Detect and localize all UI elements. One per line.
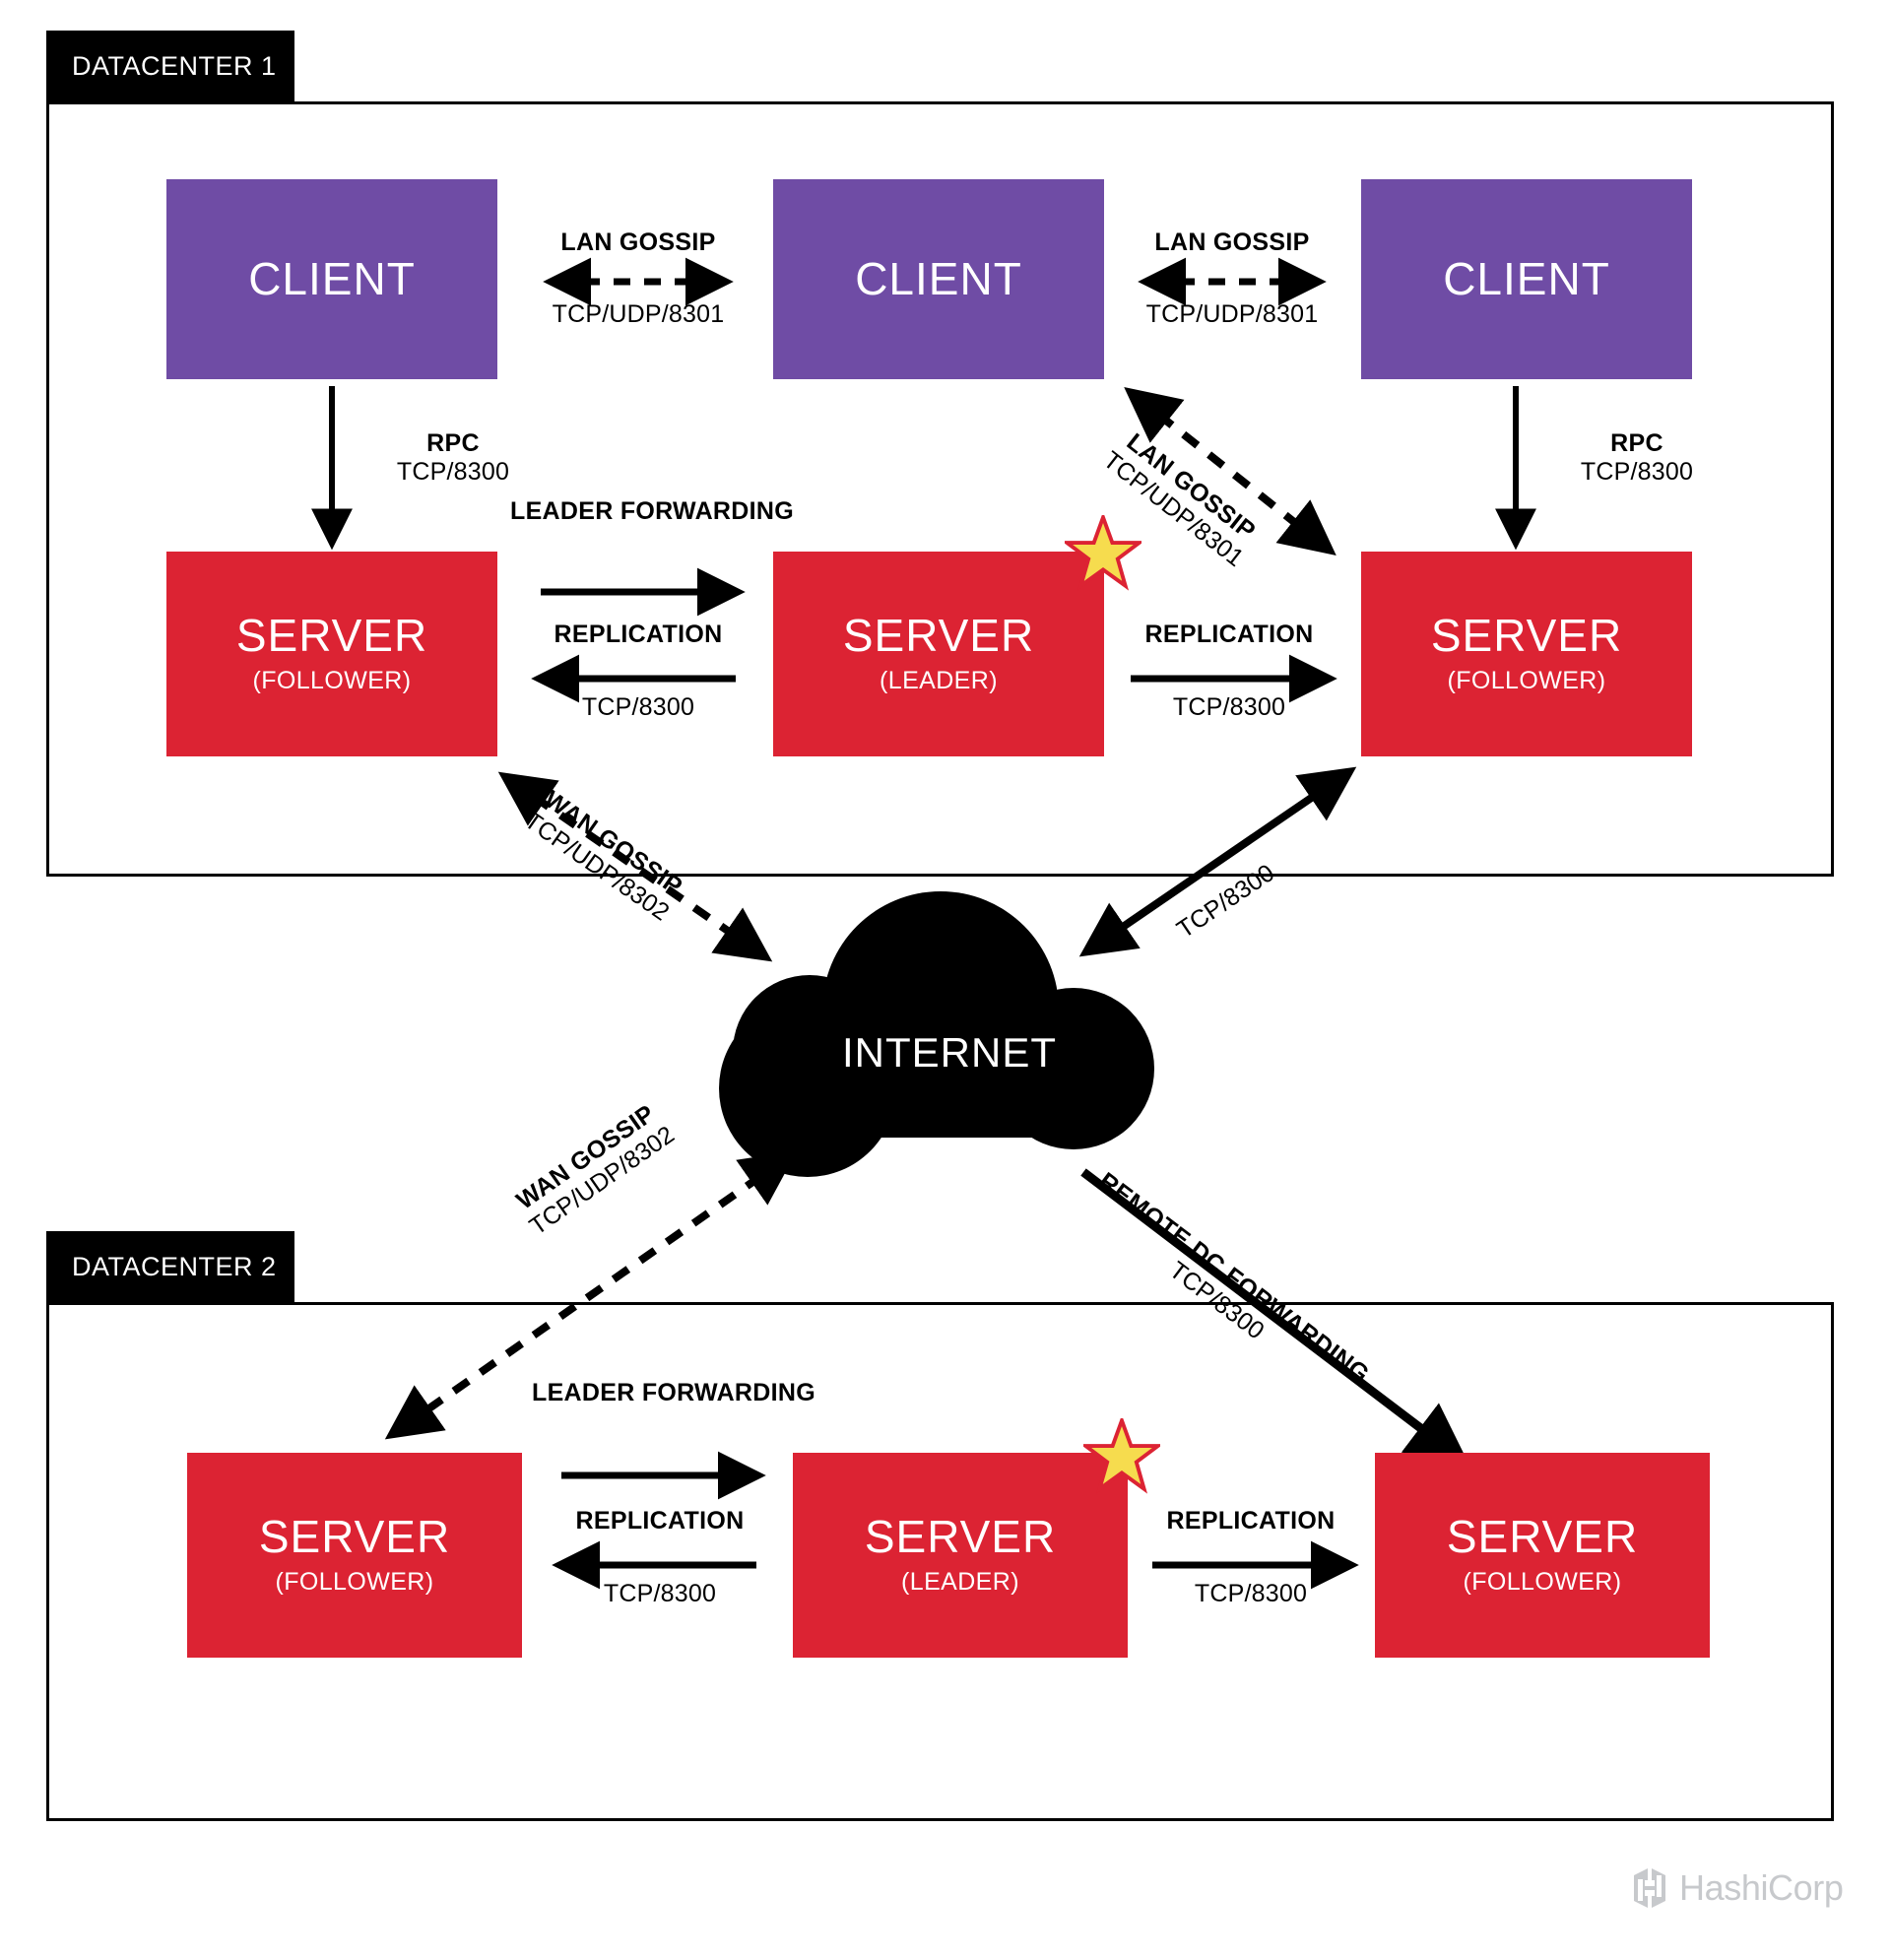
dc2-server-3-label: SERVER	[1446, 1511, 1639, 1563]
datacenter-1-frame	[46, 101, 1834, 877]
dc2-server-leader[interactable]: SERVER (LEADER)	[793, 1453, 1128, 1658]
hashicorp-wordmark: HashiCorp	[1679, 1867, 1844, 1908]
edge-replication-right-dc1-port: TCP/8300	[1172, 692, 1286, 721]
hashicorp-logo: HashiCorp	[1630, 1866, 1844, 1910]
edge-leader-forwarding-dc2-label: LEADER FORWARDING	[532, 1379, 815, 1407]
edge-replication-left-dc2-port: TCP/8300	[603, 1579, 717, 1607]
edge-replication-left-dc1-title: REPLICATION	[554, 621, 723, 648]
dc1-server-2-role: (LEADER)	[880, 666, 998, 694]
edge-rpc-right-port: TCP/8300	[1580, 457, 1694, 486]
datacenter-2-tab-label: DATACENTER 2	[72, 1251, 277, 1281]
datacenter-2-frame	[46, 1302, 1834, 1821]
edge-lan-gossip-right-port: TCP/UDP/8301	[1145, 299, 1319, 328]
edge-leader-forwarding-dc1-label: LEADER FORWARDING	[510, 497, 794, 526]
edge-replication-left-dc2-title: REPLICATION	[575, 1507, 745, 1535]
edge-replication-left-dc1-port: TCP/8300	[581, 692, 695, 721]
edge-leader-forwarding-dc2-title: LEADER FORWARDING	[532, 1379, 815, 1406]
dc2-server-1-label: SERVER	[258, 1511, 451, 1563]
edge-rpc-right-title: RPC	[1610, 429, 1663, 457]
dc1-server-leader[interactable]: SERVER (LEADER)	[773, 552, 1104, 756]
dc1-server-3-label: SERVER	[1430, 610, 1623, 662]
dc2-server-1-role: (FOLLOWER)	[275, 1567, 434, 1596]
edge-wan-gossip-dc2-label: WAN GOSSIP TCP/UDP/8302	[508, 1097, 680, 1241]
datacenter-2-tab: DATACENTER 2	[46, 1231, 294, 1302]
edge-replication-left-dc2-label: REPLICATION TCP/8300	[532, 1507, 788, 1608]
dc1-client-1-label: CLIENT	[248, 253, 416, 305]
dc1-server-follower-left[interactable]: SERVER (FOLLOWER)	[166, 552, 497, 756]
dc2-server-3-role: (FOLLOWER)	[1463, 1567, 1622, 1596]
dc1-server-follower-right[interactable]: SERVER (FOLLOWER)	[1361, 552, 1692, 756]
dc2-server-2-role: (LEADER)	[901, 1567, 1019, 1596]
dc1-server-1-label: SERVER	[235, 610, 428, 662]
dc1-client-2[interactable]: CLIENT	[773, 179, 1104, 379]
edge-replication-right-dc2-label: REPLICATION TCP/8300	[1123, 1507, 1379, 1608]
edge-lan-gossip-left-label: LAN GOSSIP TCP/UDP/8301	[510, 229, 766, 329]
internet-label: INTERNET	[842, 1029, 1057, 1076]
dc1-server-3-role: (FOLLOWER)	[1447, 666, 1606, 694]
edge-lan-gossip-left-port: TCP/UDP/8301	[552, 299, 725, 328]
dc1-server-1-role: (FOLLOWER)	[252, 666, 412, 694]
edge-replication-right-dc2-port: TCP/8300	[1194, 1579, 1308, 1607]
dc2-server-2-label: SERVER	[864, 1511, 1057, 1563]
datacenter-1-tab: DATACENTER 1	[46, 31, 294, 101]
edge-leader-forwarding-dc1-title: LEADER FORWARDING	[510, 497, 794, 525]
edge-rpc-right-label: RPC TCP/8300	[1538, 429, 1735, 487]
edge-rpc-left-title: RPC	[426, 429, 480, 457]
dc1-client-2-label: CLIENT	[855, 253, 1022, 305]
hashicorp-mark-icon	[1634, 1868, 1665, 1908]
edge-rpc-left-port: TCP/8300	[396, 457, 510, 486]
edge-lan-gossip-right-label: LAN GOSSIP TCP/UDP/8301	[1104, 229, 1360, 329]
edge-replication-right-dc1-title: REPLICATION	[1144, 621, 1314, 648]
edge-replication-right-dc1-label: REPLICATION TCP/8300	[1101, 621, 1357, 722]
edge-lan-gossip-right-title: LAN GOSSIP	[1154, 229, 1310, 256]
dc2-server-follower-right[interactable]: SERVER (FOLLOWER)	[1375, 1453, 1710, 1658]
dc1-server-2-label: SERVER	[842, 610, 1035, 662]
datacenter-1-tab-label: DATACENTER 1	[72, 50, 277, 81]
edge-replication-right-dc2-title: REPLICATION	[1166, 1507, 1336, 1535]
edge-rpc-left-label: RPC TCP/8300	[355, 429, 552, 487]
dc1-client-3-label: CLIENT	[1443, 253, 1610, 305]
edge-lan-gossip-left-title: LAN GOSSIP	[560, 229, 716, 256]
dc1-client-3[interactable]: CLIENT	[1361, 179, 1692, 379]
dc1-client-1[interactable]: CLIENT	[166, 179, 497, 379]
dc2-server-follower-left[interactable]: SERVER (FOLLOWER)	[187, 1453, 522, 1658]
edge-replication-left-dc1-label: REPLICATION TCP/8300	[510, 621, 766, 722]
